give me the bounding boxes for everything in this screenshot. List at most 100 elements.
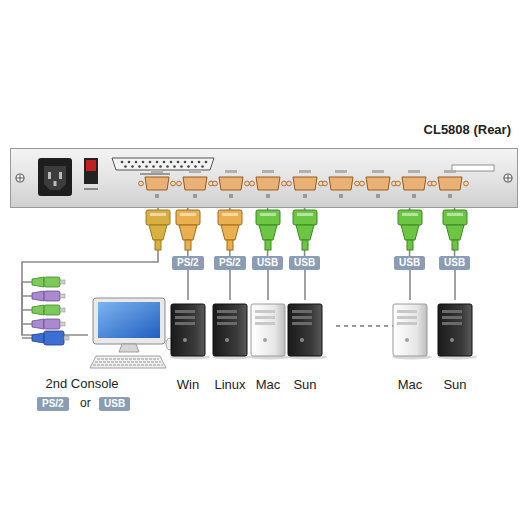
db25-pin [166, 165, 169, 168]
computer: Win [165, 300, 211, 392]
drive-bay [217, 310, 237, 313]
label-plate [452, 165, 494, 171]
plug-head [443, 210, 467, 225]
panel-screw [17, 175, 23, 181]
drive-bay [255, 310, 275, 313]
db25-pin [170, 161, 173, 164]
db25-pin [198, 161, 201, 164]
key-row [97, 358, 159, 359]
port-number-mark [155, 194, 159, 198]
port-type-tag: PS/2 [172, 256, 204, 270]
db25-port [112, 158, 214, 170]
port-label-mark [299, 170, 311, 173]
port-label-mark [372, 170, 384, 173]
computer-label: Mac [235, 377, 301, 392]
plug-highlight [150, 213, 166, 216]
key-row [95, 361, 161, 362]
plug-pins [60, 308, 65, 312]
panel-screw [505, 175, 511, 181]
power-pin [54, 181, 57, 186]
plug-tail [302, 240, 308, 250]
plug-tail [155, 240, 161, 250]
power-switch [84, 158, 98, 184]
port-number-mark [303, 194, 307, 198]
plug-tail [407, 240, 413, 250]
computer-label: Mac [377, 377, 443, 392]
ps2-plug [44, 277, 60, 287]
db25-pin [177, 161, 180, 164]
vga-port [366, 177, 390, 190]
vga-port [402, 177, 426, 190]
cable [304, 270, 306, 300]
plug-body [32, 319, 44, 329]
computer-tower [213, 304, 247, 356]
port-type-tag: USB [252, 256, 283, 270]
power-switch [86, 160, 96, 171]
keyboard-keys [93, 359, 163, 365]
plug-body [179, 225, 197, 240]
computer-tower [438, 304, 472, 356]
port-label-mark [335, 170, 347, 173]
power-button [405, 338, 409, 342]
port-label-mark [225, 170, 237, 173]
computer: Mac [387, 300, 433, 392]
console-label: 2nd Console [32, 376, 132, 391]
db25-pin [159, 165, 162, 168]
port-number-mark [229, 194, 233, 198]
port-type-tag: USB [99, 397, 130, 411]
db25-pin [191, 161, 194, 164]
drive-bay [442, 310, 462, 313]
plug-body [32, 277, 44, 287]
port-label-mark [444, 170, 456, 173]
cable [22, 281, 32, 283]
plug-body [32, 305, 44, 315]
plug-pins [60, 322, 65, 326]
db25-pin [184, 161, 187, 164]
rear-panel: CL5808 (Rear) [10, 148, 518, 208]
port-screw [360, 181, 365, 186]
db25-pin [173, 165, 176, 168]
plug-body [32, 333, 44, 343]
note-label: or [80, 396, 91, 410]
port-number-mark [339, 194, 343, 198]
cable [22, 323, 32, 325]
drive-bay [292, 310, 312, 313]
drive-bay [397, 310, 417, 313]
drive-bay [442, 316, 462, 319]
port-type-label: PS/2 [219, 257, 241, 268]
plug-body [32, 291, 44, 301]
plug-body [296, 225, 314, 240]
drive-bay [397, 322, 417, 325]
db25-pin [128, 161, 131, 164]
plug-body [446, 225, 464, 240]
power-socket [44, 166, 66, 190]
port-screw [432, 181, 437, 186]
port-type-tag: USB [394, 256, 425, 270]
power-button [450, 338, 454, 342]
plug-body [221, 225, 239, 240]
port-screw [177, 181, 182, 186]
panel-screw [16, 174, 24, 182]
plug-tail [185, 240, 191, 250]
plug-highlight [180, 213, 196, 216]
drive-bay [292, 322, 312, 325]
drive-bay [292, 316, 312, 319]
cable [187, 270, 189, 300]
plug-head [218, 210, 242, 225]
switch-label-mark [84, 188, 98, 190]
drive-bay [217, 316, 237, 319]
cable [22, 337, 32, 339]
plug-head [293, 210, 317, 225]
cable [229, 270, 231, 300]
plug-highlight [402, 213, 418, 216]
monitor [93, 298, 165, 344]
computer-label: Sun [272, 377, 338, 392]
drive-bay [175, 310, 195, 313]
cable [21, 282, 23, 335]
port-number-mark [412, 194, 416, 198]
vga-port [219, 177, 243, 190]
drive-bay [175, 316, 195, 319]
ps2-plug [44, 291, 60, 301]
power-pin [59, 172, 62, 179]
ps2-plug [44, 319, 60, 329]
